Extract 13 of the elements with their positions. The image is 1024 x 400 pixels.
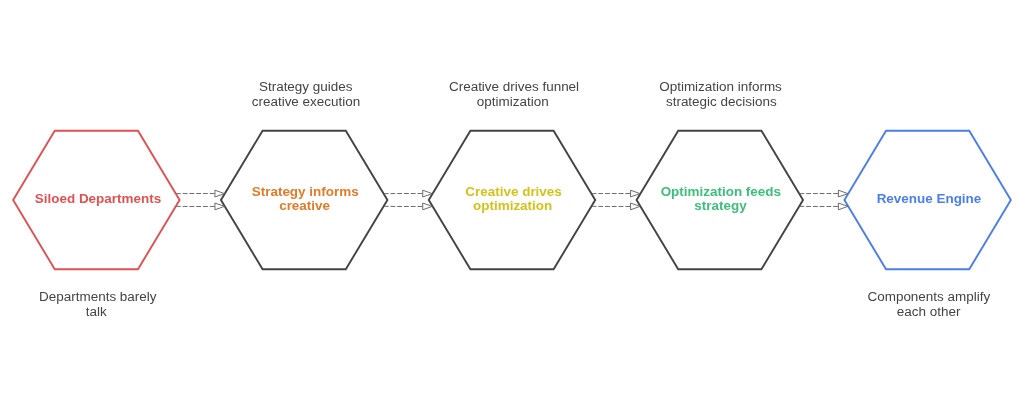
arrow bbox=[591, 202, 641, 211]
arrow bbox=[799, 202, 849, 211]
node-label: Optimization informs strategic decisions bbox=[659, 79, 782, 109]
arrow bbox=[175, 202, 226, 211]
arrow bbox=[383, 189, 433, 198]
arrow bbox=[591, 189, 641, 198]
arrow bbox=[175, 189, 226, 198]
arrow bbox=[799, 189, 849, 198]
node-label: Strategy guides creative execution bbox=[251, 79, 361, 109]
node-label: Creative drives funnel optimization bbox=[448, 79, 580, 109]
node-label: Departments barely talk bbox=[39, 289, 157, 319]
arrow bbox=[383, 202, 433, 211]
node-label: Components amplify each other bbox=[867, 289, 991, 319]
